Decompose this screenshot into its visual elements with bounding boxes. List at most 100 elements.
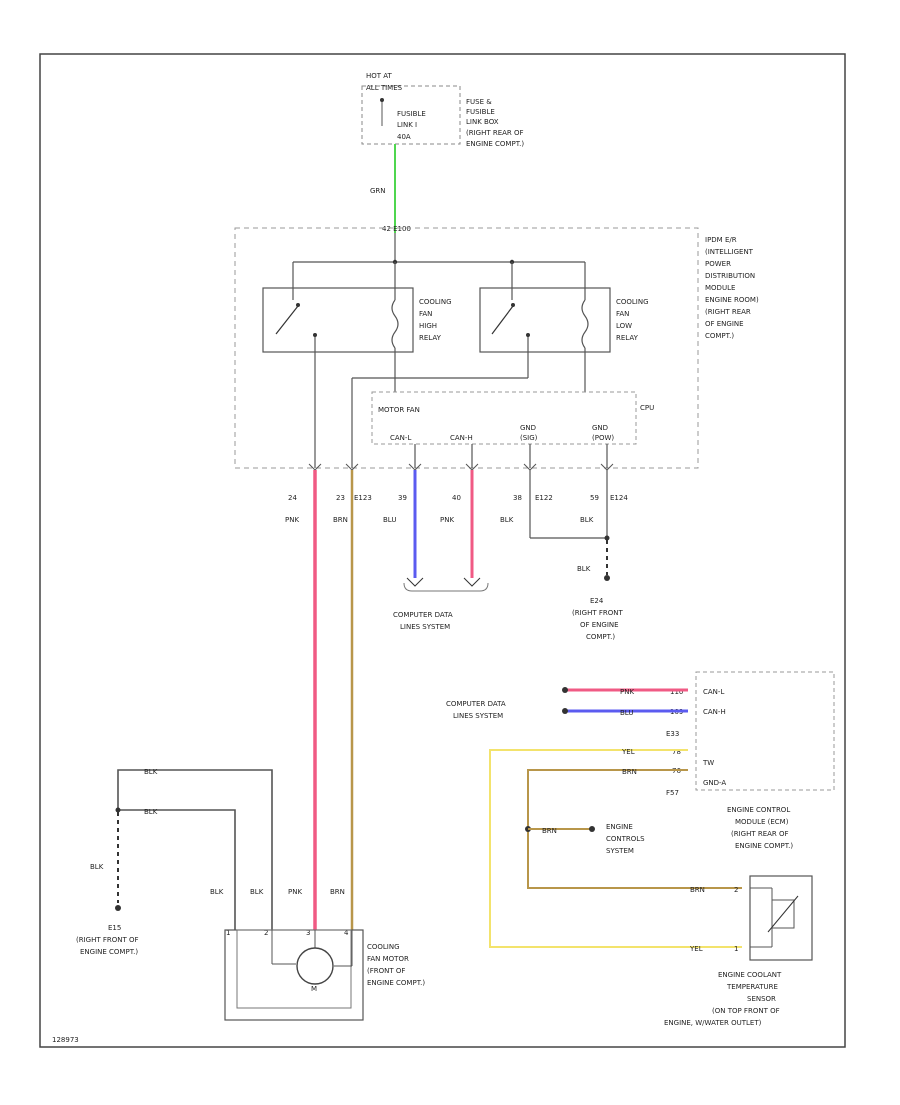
svg-text:78: 78 <box>672 748 681 756</box>
svg-text:ENGINE COMPT.): ENGINE COMPT.) <box>80 948 138 956</box>
fuse-box-block: HOT AT ALL TIMES FUSIBLE LINK I 40A FUSE… <box>361 72 524 148</box>
svg-text:(RIGHT REAR OF: (RIGHT REAR OF <box>731 830 789 838</box>
svg-text:3: 3 <box>306 929 310 937</box>
svg-text:(FRONT OF: (FRONT OF <box>367 967 405 975</box>
svg-text:PNK: PNK <box>620 688 634 696</box>
svg-text:MODULE: MODULE <box>705 284 735 292</box>
svg-text:CAN-L: CAN-L <box>390 434 411 442</box>
svg-text:CAN-L: CAN-L <box>703 688 724 696</box>
svg-text:M: M <box>311 985 317 993</box>
svg-text:RELAY: RELAY <box>419 334 442 342</box>
svg-text:ENGINE ROOM): ENGINE ROOM) <box>705 296 759 304</box>
svg-text:2: 2 <box>734 886 738 894</box>
svg-text:CAN-H: CAN-H <box>450 434 473 442</box>
engine-coolant-temperature-sensor: ENGINE COOLANT TEMPERATURE SENSOR (ON TO… <box>664 875 813 1027</box>
svg-text:FUSE &: FUSE & <box>466 98 492 106</box>
svg-text:PNK: PNK <box>440 516 454 524</box>
svg-text:FUSIBLE: FUSIBLE <box>466 108 495 116</box>
svg-text:OF ENGINE: OF ENGINE <box>705 320 744 328</box>
svg-text:38: 38 <box>513 494 522 502</box>
diagram-id: 128973 <box>52 1036 79 1044</box>
svg-text:110: 110 <box>670 688 683 696</box>
svg-text:PNK: PNK <box>285 516 299 524</box>
svg-text:FAN MOTOR: FAN MOTOR <box>367 955 409 963</box>
svg-text:BLK: BLK <box>250 888 264 896</box>
svg-text:OF ENGINE: OF ENGINE <box>580 621 619 629</box>
svg-text:TEMPERATURE: TEMPERATURE <box>726 983 778 991</box>
svg-text:CONTROLS: CONTROLS <box>606 835 645 843</box>
svg-text:COMPUTER DATA: COMPUTER DATA <box>446 700 506 708</box>
svg-text:40A: 40A <box>397 133 411 141</box>
svg-text:MOTOR FAN: MOTOR FAN <box>378 406 420 414</box>
computer-data-lines-right: PNK BLU COMPUTER DATA LINES SYSTEM <box>446 687 688 720</box>
svg-text:E33: E33 <box>666 730 679 738</box>
ground-e24: BLK E24 (RIGHT FRONT OF ENGINE COMPT.) <box>529 470 623 641</box>
svg-text:(RIGHT REAR OF: (RIGHT REAR OF <box>466 129 524 137</box>
svg-text:(INTELLIGENT: (INTELLIGENT <box>705 248 754 256</box>
svg-text:BLK: BLK <box>577 565 591 573</box>
svg-text:DISTRIBUTION: DISTRIBUTION <box>705 272 755 280</box>
svg-text:COOLING: COOLING <box>616 298 649 306</box>
cpu-block <box>371 391 637 445</box>
svg-text:ENGINE COOLANT: ENGINE COOLANT <box>718 971 782 979</box>
ecm-block: CAN-L CAN-H TW GND-A E33 F57 110 109 78 … <box>666 671 835 850</box>
svg-text:E24: E24 <box>590 597 604 605</box>
svg-text:1: 1 <box>226 929 230 937</box>
svg-text:BLU: BLU <box>620 709 633 717</box>
svg-text:BRN: BRN <box>622 768 637 776</box>
svg-text:COOLING: COOLING <box>367 943 400 951</box>
svg-text:ENGINE COMPT.): ENGINE COMPT.) <box>735 842 793 850</box>
svg-text:COMPT.): COMPT.) <box>705 332 734 340</box>
svg-text:BLK: BLK <box>144 808 158 816</box>
svg-text:BLK: BLK <box>210 888 224 896</box>
ipdm-connector-label: 42 E100 <box>382 225 411 233</box>
svg-text:YEL: YEL <box>689 945 703 953</box>
svg-text:BLK: BLK <box>500 516 514 524</box>
cooling-fan-high-relay <box>262 287 414 353</box>
svg-text:ENGINE CONTROL: ENGINE CONTROL <box>727 806 790 814</box>
svg-text:MODULE (ECM): MODULE (ECM) <box>735 818 789 826</box>
svg-text:TW: TW <box>702 759 714 767</box>
svg-text:GND-A: GND-A <box>703 779 726 787</box>
svg-text:BLU: BLU <box>383 516 396 524</box>
svg-text:LINES SYSTEM: LINES SYSTEM <box>453 712 503 720</box>
svg-text:E122: E122 <box>535 494 553 502</box>
svg-text:BLK: BLK <box>580 516 594 524</box>
svg-text:COOLING: COOLING <box>419 298 452 306</box>
svg-text:LOW: LOW <box>616 322 632 330</box>
svg-text:FAN: FAN <box>616 310 629 318</box>
svg-text:39: 39 <box>398 494 407 502</box>
svg-text:GND: GND <box>520 424 536 432</box>
svg-text:ENGINE, W/WATER OUTLET): ENGINE, W/WATER OUTLET) <box>664 1019 762 1027</box>
cooling-fan-motor: BLK BLK PNK BRN 1 2 3 4 M COOLING FAN MO… <box>210 888 425 1021</box>
svg-text:E124: E124 <box>610 494 628 502</box>
svg-text:1: 1 <box>734 945 738 953</box>
cooling-fan-low-relay <box>479 287 611 353</box>
svg-text:SYSTEM: SYSTEM <box>606 847 634 855</box>
svg-text:LINK I: LINK I <box>397 121 417 129</box>
svg-text:COMPUTER DATA: COMPUTER DATA <box>393 611 453 619</box>
svg-text:ENGINE: ENGINE <box>606 823 633 831</box>
svg-text:BRN: BRN <box>542 827 557 835</box>
svg-text:YEL: YEL <box>621 748 635 756</box>
svg-text:CPU: CPU <box>640 404 654 412</box>
svg-text:GND: GND <box>592 424 608 432</box>
svg-text:LINES SYSTEM: LINES SYSTEM <box>400 623 450 631</box>
svg-text:23: 23 <box>336 494 345 502</box>
ect-sensor-wiring: YEL BRN BRN ENGINE CONTROLS SYSTEM BRN Y… <box>489 748 742 953</box>
svg-text:E123: E123 <box>354 494 372 502</box>
svg-text:LINK BOX: LINK BOX <box>466 118 499 126</box>
svg-text:F57: F57 <box>666 789 679 797</box>
ipdm-pins: 24 23 E123 39 40 38 E122 59 E124 PNK BRN… <box>285 463 628 524</box>
svg-text:CAN-H: CAN-H <box>703 708 726 716</box>
ipdm-block: IPDM E/R (INTELLIGENT POWER DISTRIBUTION… <box>234 227 759 469</box>
svg-text:BRN: BRN <box>690 886 705 894</box>
svg-text:PNK: PNK <box>288 888 302 896</box>
svg-text:BLK: BLK <box>144 768 158 776</box>
svg-text:24: 24 <box>288 494 297 502</box>
svg-text:IPDM E/R: IPDM E/R <box>705 236 737 244</box>
svg-text:BRN: BRN <box>333 516 348 524</box>
svg-text:POWER: POWER <box>705 260 731 268</box>
